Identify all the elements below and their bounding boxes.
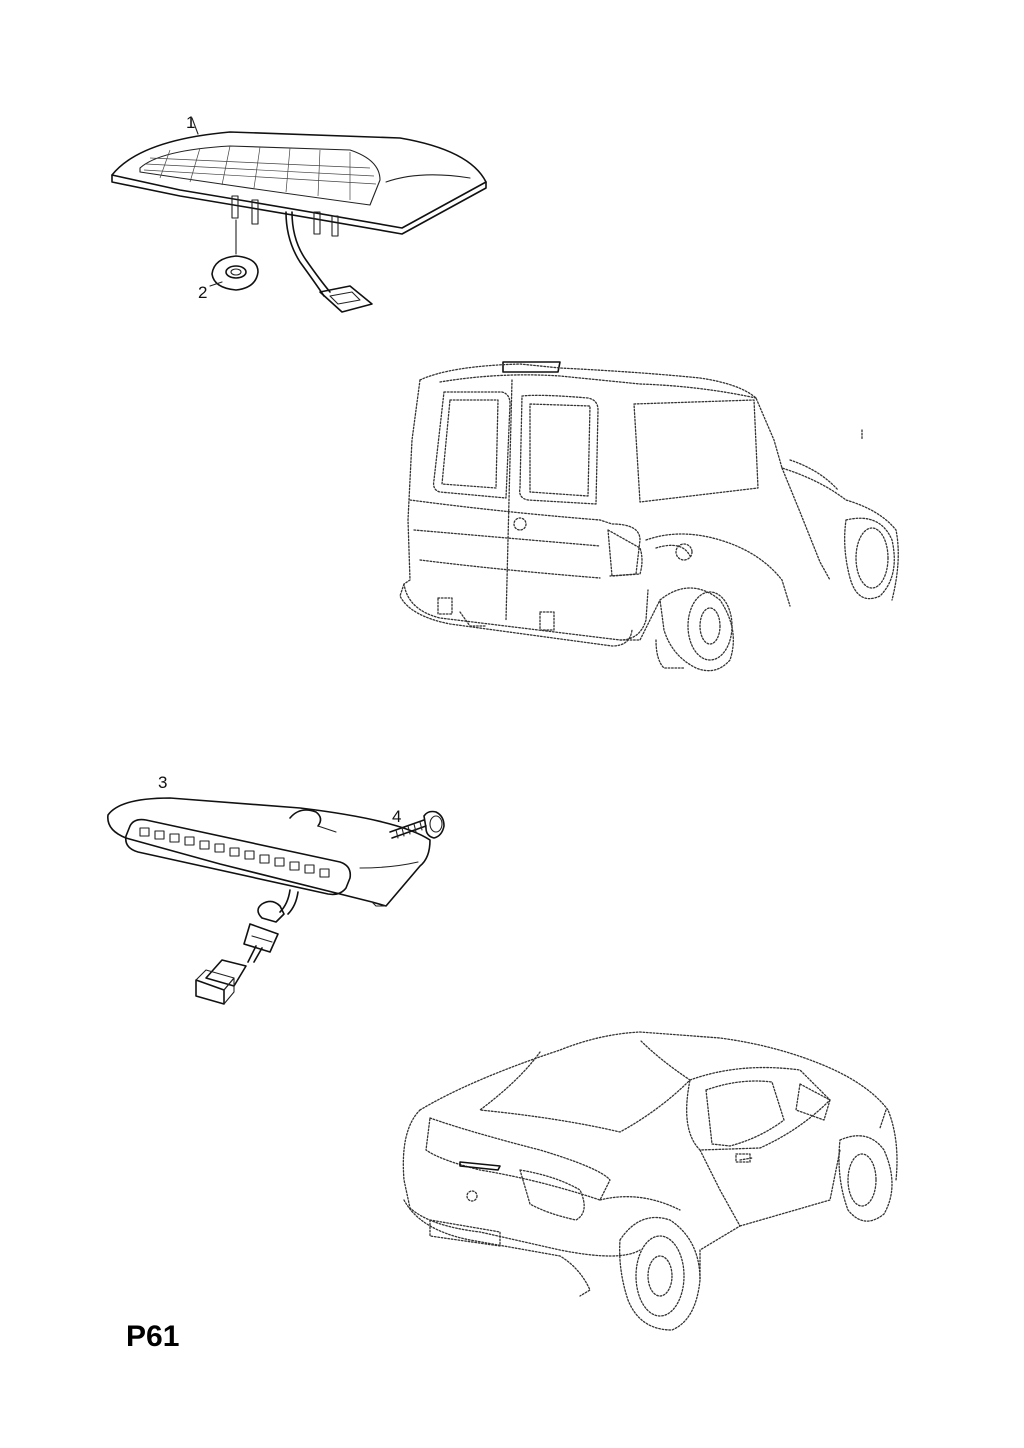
hatchback-illustration (402, 1031, 898, 1331)
page-code: P61 (126, 1320, 180, 1353)
van-illustration (399, 361, 899, 672)
callout-part-1: 1 (186, 113, 195, 132)
screw-part (389, 810, 445, 839)
stop-lamp-led-part (107, 797, 431, 1005)
grommet-part (209, 219, 259, 291)
stop-lamp-van-part (111, 117, 487, 313)
callout-part-2: 2 (198, 283, 207, 302)
callout-part-3: 3 (158, 773, 167, 792)
callout-part-4: 4 (392, 807, 401, 826)
